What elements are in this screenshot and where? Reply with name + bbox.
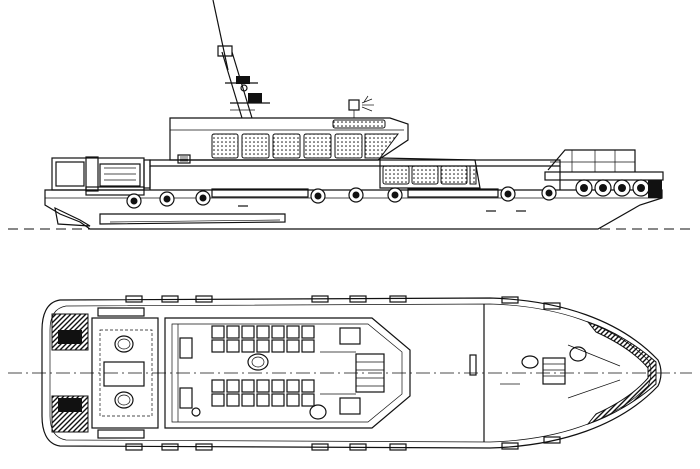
cabin-table [247,353,269,371]
deck-bollards [125,295,561,451]
aft-deck [91,317,159,429]
searchlight [348,95,374,118]
aft-hatch-2 [114,391,134,409]
seating-upper [211,325,315,353]
hull-strake-1 [211,188,309,198]
stern-drive [54,206,91,227]
deck-hull-outline [41,297,662,449]
forward-deckhouse [379,157,481,189]
window-upper-front [364,133,399,159]
seating-lower [211,379,315,407]
hull-strake-2 [407,188,499,198]
window-lower-3 [440,165,468,185]
fore-hatch [521,355,539,369]
fore-deck-ladder [542,357,566,385]
window-lower-4 [469,165,477,185]
window-upper-3 [272,133,301,159]
helm-seat-top [339,327,361,345]
helm-seat-bottom [339,397,361,415]
side-profile-view [8,0,690,230]
window-upper-4 [303,133,332,159]
radar-mast [212,0,270,119]
window-lower-1 [382,165,410,185]
window-upper-2 [241,133,270,159]
aft-hatch-1 [114,335,134,353]
bow-railing [544,149,664,181]
window-upper-5 [334,133,363,159]
bow-fender [586,320,657,426]
window-lower-2 [411,165,439,185]
window-upper-1 [211,133,239,159]
passenger-cabin [164,317,411,429]
companionway-stairs [355,353,385,393]
deck-plan-view [8,295,692,451]
bow-tyre-fenders [575,179,662,198]
side-fenders [126,185,557,209]
